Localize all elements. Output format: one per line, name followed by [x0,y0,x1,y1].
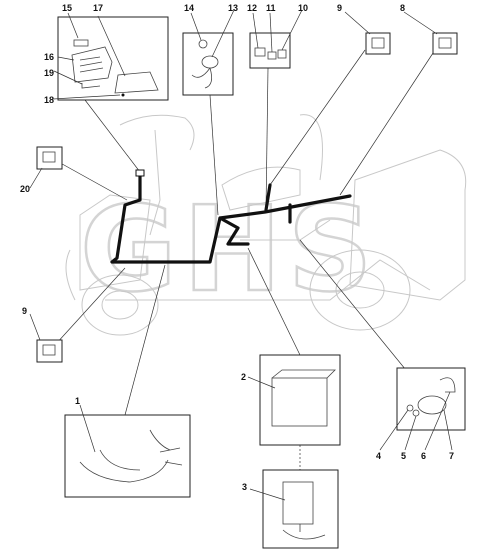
callout-13: 13 [228,3,238,13]
callout-11: 11 [266,3,276,13]
callout-2: 2 [241,372,246,382]
screw-18 [121,93,125,97]
battery-2 [271,377,328,427]
callout-15: 15 [62,3,72,13]
switch-box-9-top [365,32,391,55]
callout-10: 10 [298,3,308,13]
switch-box-9-bottom [36,339,63,363]
inset-parts-15-19 [57,16,169,101]
tractor-outline [65,114,467,336]
charger-3 [282,481,314,525]
inset-parts-10-12 [249,32,291,69]
wiring-harness [110,169,352,264]
callout-12: 12 [247,3,257,13]
callout-7: 7 [449,451,454,461]
control-module-16 [71,46,113,83]
callout-20: 20 [20,184,30,194]
inset-parts-13-14 [182,32,234,96]
callout-16: 16 [44,52,54,62]
callout-leaders [29,9,453,501]
leader-lines [54,49,436,470]
panel-17 [114,71,159,94]
key-14 [198,39,208,49]
inset-battery-2 [259,354,341,446]
callout-5: 5 [401,451,406,461]
switch-box-20 [36,146,63,170]
callout-14: 14 [184,3,194,13]
connector-15 [73,39,89,47]
callout-6: 6 [421,451,426,461]
solenoid-7 [417,395,447,415]
bracket-19 [81,83,101,89]
callout-18: 18 [44,95,54,105]
callout-3: 3 [242,482,247,492]
callout-8: 8 [400,3,405,13]
inset-parts-4-7 [396,367,466,431]
callout-labels: 15 17 16 19 18 14 13 12 11 10 9 8 20 9 1… [20,3,454,492]
terminal-cap-6 [439,377,456,393]
callout-1: 1 [75,396,80,406]
callout-9-top: 9 [337,3,342,13]
switch-box-8 [432,32,458,55]
inset-harness-1 [64,414,191,498]
callout-19: 19 [44,68,54,78]
callout-9-bottom: 9 [22,306,27,316]
inset-charger-3 [262,469,339,549]
nut-4 [406,404,414,412]
inset-frame [57,16,169,101]
switch-12 [254,47,266,57]
callout-4: 4 [376,451,381,461]
callout-17: 17 [93,3,103,13]
